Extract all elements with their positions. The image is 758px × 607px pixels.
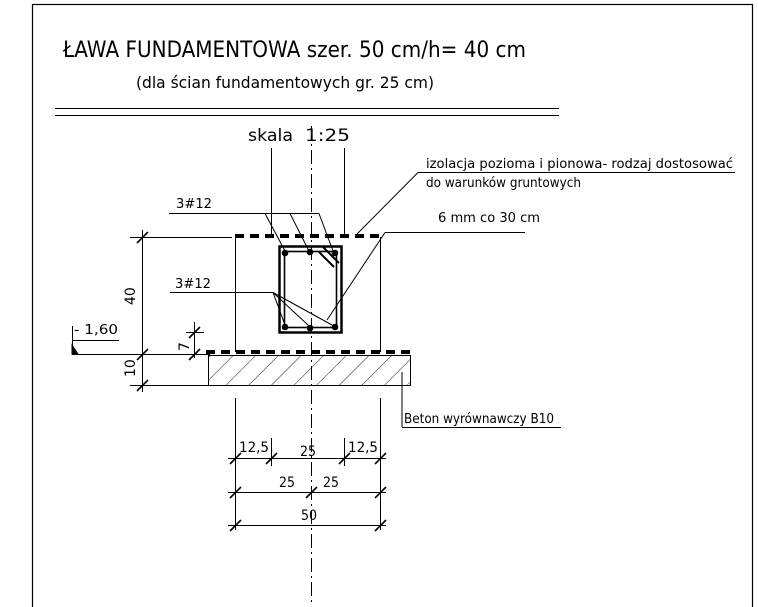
dim-cover-7: 7 — [177, 342, 193, 351]
dimension-row-2 — [228, 486, 387, 499]
drawing-subtitle: (dla ścian fundamentowych gr. 25 cm) — [136, 73, 434, 92]
leader-rebar-top — [169, 213, 334, 252]
dim-middle-25: 25 — [300, 444, 316, 460]
scale-value: 1:25 — [305, 126, 350, 146]
label-insulation-line2: do warunków gruntowych — [426, 176, 581, 191]
leader-rebar-bottom — [170, 292, 333, 326]
dim-half-left-25: 25 — [279, 475, 295, 491]
label-blinding: Beton wyrównawczy B10 — [404, 412, 554, 427]
dimension-row-1 — [228, 452, 387, 465]
dim-half-right-25: 25 — [323, 475, 339, 491]
dim-right-12-5: 12,5 — [348, 440, 378, 456]
label-rebar-bottom: 3#12 — [175, 277, 211, 292]
label-stirrup: 6 mm co 30 cm — [438, 211, 540, 226]
level-marker — [71, 326, 130, 355]
footing-outline — [235, 237, 381, 352]
leader-stirrup — [326, 232, 525, 321]
dim-blinding-10: 10 — [123, 359, 139, 377]
label-rebar-top: 3#12 — [176, 197, 212, 212]
dim-height-40: 40 — [123, 287, 139, 305]
dimension-vertical — [130, 230, 232, 392]
wall-outline — [271, 148, 345, 237]
leader-insulation — [356, 172, 735, 235]
dimension-row-3 — [228, 519, 387, 532]
stirrup-hook-1 — [322, 246, 340, 264]
sheet-frame — [31, 3, 754, 607]
dimension-cover — [186, 322, 204, 361]
leader-blinding — [401, 372, 561, 428]
label-insulation-line1: izolacja pozioma i pionowa- rodzaj dosto… — [426, 157, 733, 172]
extension-lines — [235, 398, 381, 530]
rebars — [281, 248, 339, 332]
dim-total-50: 50 — [301, 508, 317, 524]
blinding-concrete-hatch — [208, 355, 411, 386]
label-level: - 1,60 — [74, 323, 118, 338]
stirrup-hook-2 — [318, 251, 335, 268]
scale-label: skala — [248, 126, 293, 146]
stirrup-outer — [278, 245, 343, 334]
dim-left-12-5: 12,5 — [239, 440, 269, 456]
drawing-title: ŁAWA FUNDAMENTOWA szer. 50 cm/h= 40 cm — [62, 38, 526, 63]
